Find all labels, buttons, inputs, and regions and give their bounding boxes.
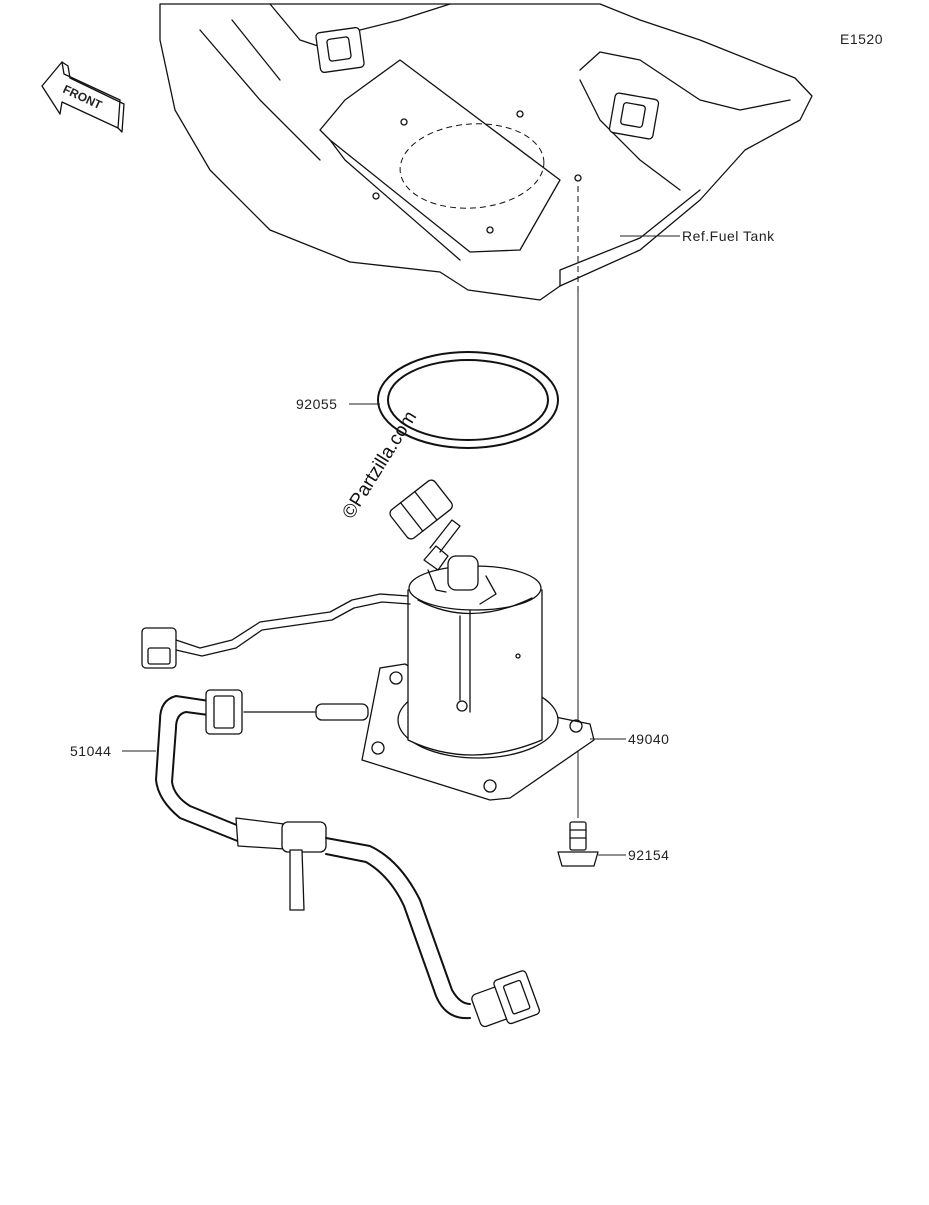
fuel-hose [155, 689, 541, 1028]
ref-fuel-tank-label: Ref.Fuel Tank [682, 228, 775, 244]
bolt [557, 821, 599, 867]
callout-92055: 92055 [296, 396, 337, 412]
callout-49040: 49040 [628, 731, 669, 747]
diagram-code: E1520 [840, 31, 883, 47]
fuel-tank [159, 3, 813, 301]
o-ring [377, 351, 559, 449]
pump-wire-lead [141, 593, 411, 669]
fuel-pump [243, 479, 595, 801]
callout-51044: 51044 [70, 743, 111, 759]
callout-92154: 92154 [628, 847, 669, 863]
front-arrow-icon: FRONT [41, 61, 125, 133]
